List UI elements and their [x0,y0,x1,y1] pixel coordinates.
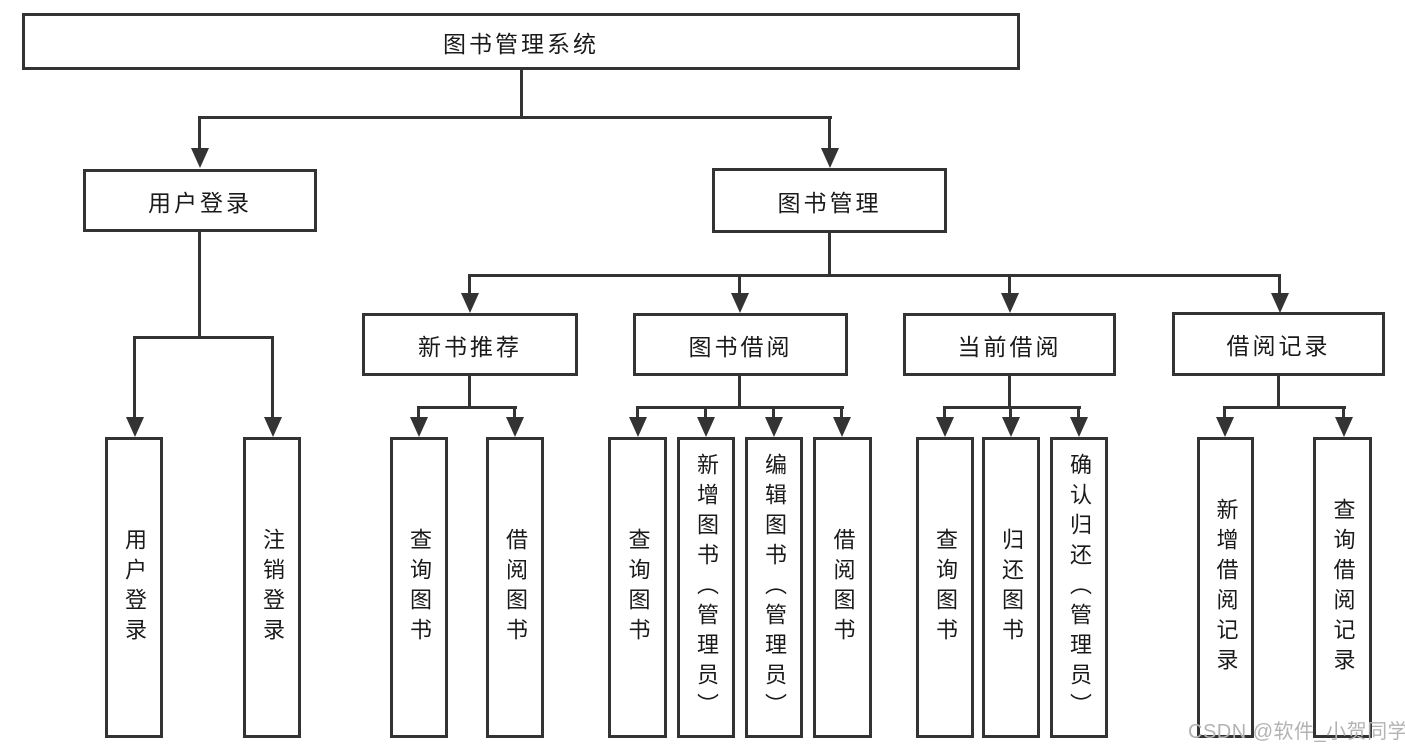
arrowhead-to-query-borrow-record [1334,406,1353,437]
leaf-user-login-label: 用户登录 [122,527,147,648]
arrowhead-to-add-borrow-record [1215,406,1234,437]
arrowhead-to-current-borrow [1000,274,1019,313]
connector-new-book-stub [468,376,471,409]
arrowhead-to-query-books-3 [935,406,954,437]
leaf-query-books-3-label: 查询图书 [933,527,958,648]
leaf-add-books-admin: 新增图书（管理员） [677,437,735,738]
connector-new-book-branch [417,406,517,409]
leaf-return-books: 归还图书 [982,437,1040,738]
leaf-borrow-books-2-label: 借阅图书 [830,527,856,648]
connector-book-borrow-stub [738,376,741,409]
leaf-confirm-return-admin: 确认归还（管理员） [1050,437,1108,738]
arrowhead-to-book-borrow [730,274,749,313]
leaf-confirm-return-admin-label: 确认归还（管理员） [1067,452,1092,723]
arrowhead-to-borrow-records [1270,274,1289,313]
connector-user-login-stub [198,232,201,339]
connector-borrow-records-stub [1277,376,1280,409]
leaf-logout-label: 注销登录 [260,527,285,648]
leaf-query-books-3: 查询图书 [916,437,974,738]
leaf-borrow-books-1: 借阅图书 [486,437,544,738]
leaf-query-books-1: 查询图书 [390,437,448,738]
node-user-login: 用户登录 [83,169,317,232]
arrowhead-to-edit-books-admin [764,406,783,437]
connector-current-borrow-branch [943,406,1081,409]
node-root: 图书管理系统 [22,13,1020,70]
leaf-borrow-books-2: 借阅图书 [813,437,872,738]
arrowhead-to-query-books-1 [409,406,428,437]
leaf-borrow-books-1-label: 借阅图书 [503,527,528,648]
leaf-query-books-2: 查询图书 [608,437,667,738]
arrowhead-to-leaf-user-login [125,336,144,437]
node-current-borrow: 当前借阅 [903,313,1116,376]
connector-user-login-branch [133,336,274,339]
leaf-query-books-1-label: 查询图书 [407,527,432,648]
connector-level1-branch [198,116,832,119]
leaf-logout: 注销登录 [243,437,301,738]
connector-current-borrow-stub [1008,376,1011,409]
node-borrow-records: 借阅记录 [1172,312,1385,376]
arrowhead-to-user-login [190,116,209,168]
connector-book-management-stub [828,233,831,277]
leaf-edit-books-admin-label: 编辑图书（管理员） [762,452,787,723]
connector-borrow-records-branch [1223,406,1346,409]
arrowhead-to-return-books [1001,406,1020,437]
arrowhead-to-query-books-2 [628,406,647,437]
leaf-return-books-label: 归还图书 [999,527,1024,648]
node-new-book-recommend: 新书推荐 [362,313,578,376]
arrowhead-to-book-management [820,116,839,168]
arrowhead-to-confirm-return-admin [1069,406,1088,437]
arrowhead-to-new-book-recommend [460,274,479,313]
leaf-query-borrow-record-label: 查询借阅记录 [1330,497,1356,678]
leaf-edit-books-admin: 编辑图书（管理员） [745,437,803,738]
arrowhead-to-add-books-admin [696,406,715,437]
arrowhead-to-leaf-logout [263,336,282,437]
node-book-management: 图书管理 [712,168,947,233]
connector-book-borrow-branch [636,406,844,409]
connector-root-stub [520,69,523,118]
leaf-add-borrow-record: 新增借阅记录 [1197,437,1254,738]
node-book-borrow: 图书借阅 [633,313,848,376]
leaf-add-borrow-record-label: 新增借阅记录 [1213,497,1239,678]
csdn-watermark: CSDN @软件_小贺同学 [1188,721,1405,743]
leaf-query-borrow-record: 查询借阅记录 [1313,437,1372,738]
arrowhead-to-borrow-books-2 [832,406,851,437]
leaf-add-books-admin-label: 新增图书（管理员） [694,452,719,723]
leaf-user-login: 用户登录 [105,437,163,738]
arrowhead-to-borrow-books-1 [505,406,524,437]
leaf-query-books-2-label: 查询图书 [625,527,651,648]
connector-level2-branch [468,274,1281,277]
